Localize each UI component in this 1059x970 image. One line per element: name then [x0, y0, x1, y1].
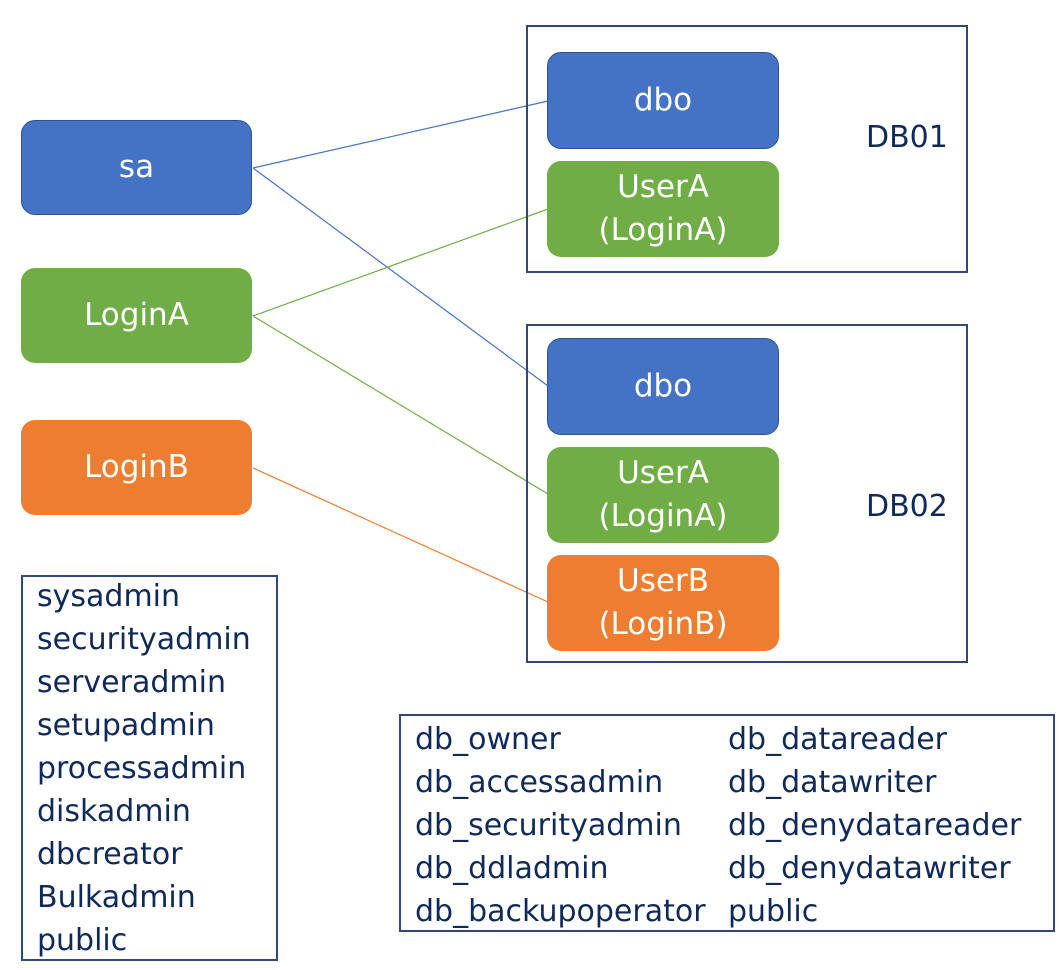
db02-usera-name: UserA	[617, 455, 709, 491]
db01-frame	[526, 25, 968, 273]
db01-usera-node: UserA (LoginA)	[547, 161, 779, 257]
db02-usera-node: UserA (LoginA)	[547, 447, 779, 543]
login-loginb-node: LoginB	[21, 420, 252, 515]
server-roles-list: sysadmin securityadmin serveradmin setupadm…	[37, 575, 251, 962]
server-role-item: securityadmin	[37, 622, 251, 657]
database-role-item: db_owner	[415, 722, 561, 757]
db01-label: DB01	[866, 120, 948, 155]
login-sa-node: sa	[21, 120, 252, 215]
server-role-item: Bulkadmin	[37, 880, 196, 915]
database-role-item: db_datawriter	[728, 765, 937, 800]
db02-userb-node: UserB (LoginB)	[547, 555, 779, 651]
db02-userb-login: (LoginB)	[598, 606, 728, 642]
login-logina-node: LoginA	[21, 268, 252, 363]
db01-usera-login: (LoginA)	[598, 212, 728, 248]
database-roles-right-list: db_datareader db_datawriter db_denydatarea…	[728, 718, 1021, 933]
database-role-item: db_ddladmin	[415, 851, 609, 886]
login-logina-label: LoginA	[84, 297, 189, 333]
database-role-item: db_backupoperator	[415, 894, 706, 929]
server-role-item: setupadmin	[37, 708, 215, 743]
server-role-item: processadmin	[37, 751, 247, 786]
server-role-item: diskadmin	[37, 794, 191, 829]
connector-logina-db02-usera	[252, 315, 549, 495]
db02-dbo-node: dbo	[547, 338, 779, 435]
connector-loginb-db02-userb	[252, 467, 549, 603]
db02-userb-name: UserB	[617, 563, 709, 599]
database-role-item: public	[728, 894, 819, 929]
db01-usera-name: UserA	[617, 169, 709, 205]
database-role-item: db_denydatareader	[728, 808, 1022, 843]
database-role-item: db_accessadmin	[415, 765, 664, 800]
connector-sa-db01-dbo	[252, 100, 549, 169]
database-role-item: db_securityadmin	[415, 808, 682, 843]
database-role-item: db_denydatawriter	[728, 851, 1011, 886]
server-roles-box: sysadmin securityadmin serveradmin setupadm…	[21, 575, 278, 961]
server-role-item: public	[37, 923, 128, 958]
db02-usera-login: (LoginA)	[598, 498, 728, 534]
server-role-item: sysadmin	[37, 579, 181, 614]
server-role-item: serveradmin	[37, 665, 226, 700]
database-role-item: db_datareader	[728, 722, 948, 757]
server-role-item: dbcreator	[37, 837, 183, 872]
db02-dbo-label: dbo	[633, 368, 693, 404]
db01-dbo-label: dbo	[633, 82, 693, 118]
db02-frame	[526, 324, 968, 663]
connector-logina-db01-usera	[252, 208, 549, 317]
login-sa-label: sa	[118, 149, 155, 185]
db02-label: DB02	[866, 489, 948, 524]
connector-sa-db02-dbo	[252, 167, 549, 387]
login-loginb-label: LoginB	[84, 449, 189, 485]
db01-dbo-node: dbo	[547, 52, 779, 149]
